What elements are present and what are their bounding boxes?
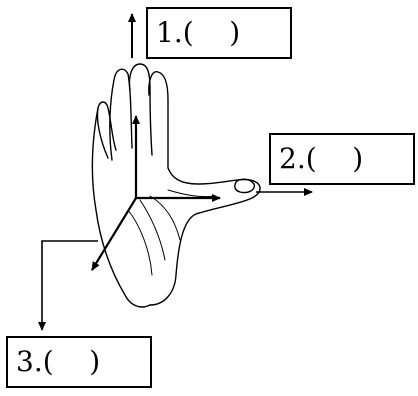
label-3-text: 3.( ) [16,345,101,378]
hand-outline [91,63,261,308]
label-box-2: 2.( ) [269,133,415,185]
label-box-1: 1.( ) [146,7,292,59]
label-box-3: 3.( ) [6,336,152,388]
arrow-3-down [38,240,98,331]
arrow-palm-down-left [91,197,137,271]
label-2-text: 2.( ) [279,142,364,175]
label-1-text: 1.( ) [156,16,241,49]
